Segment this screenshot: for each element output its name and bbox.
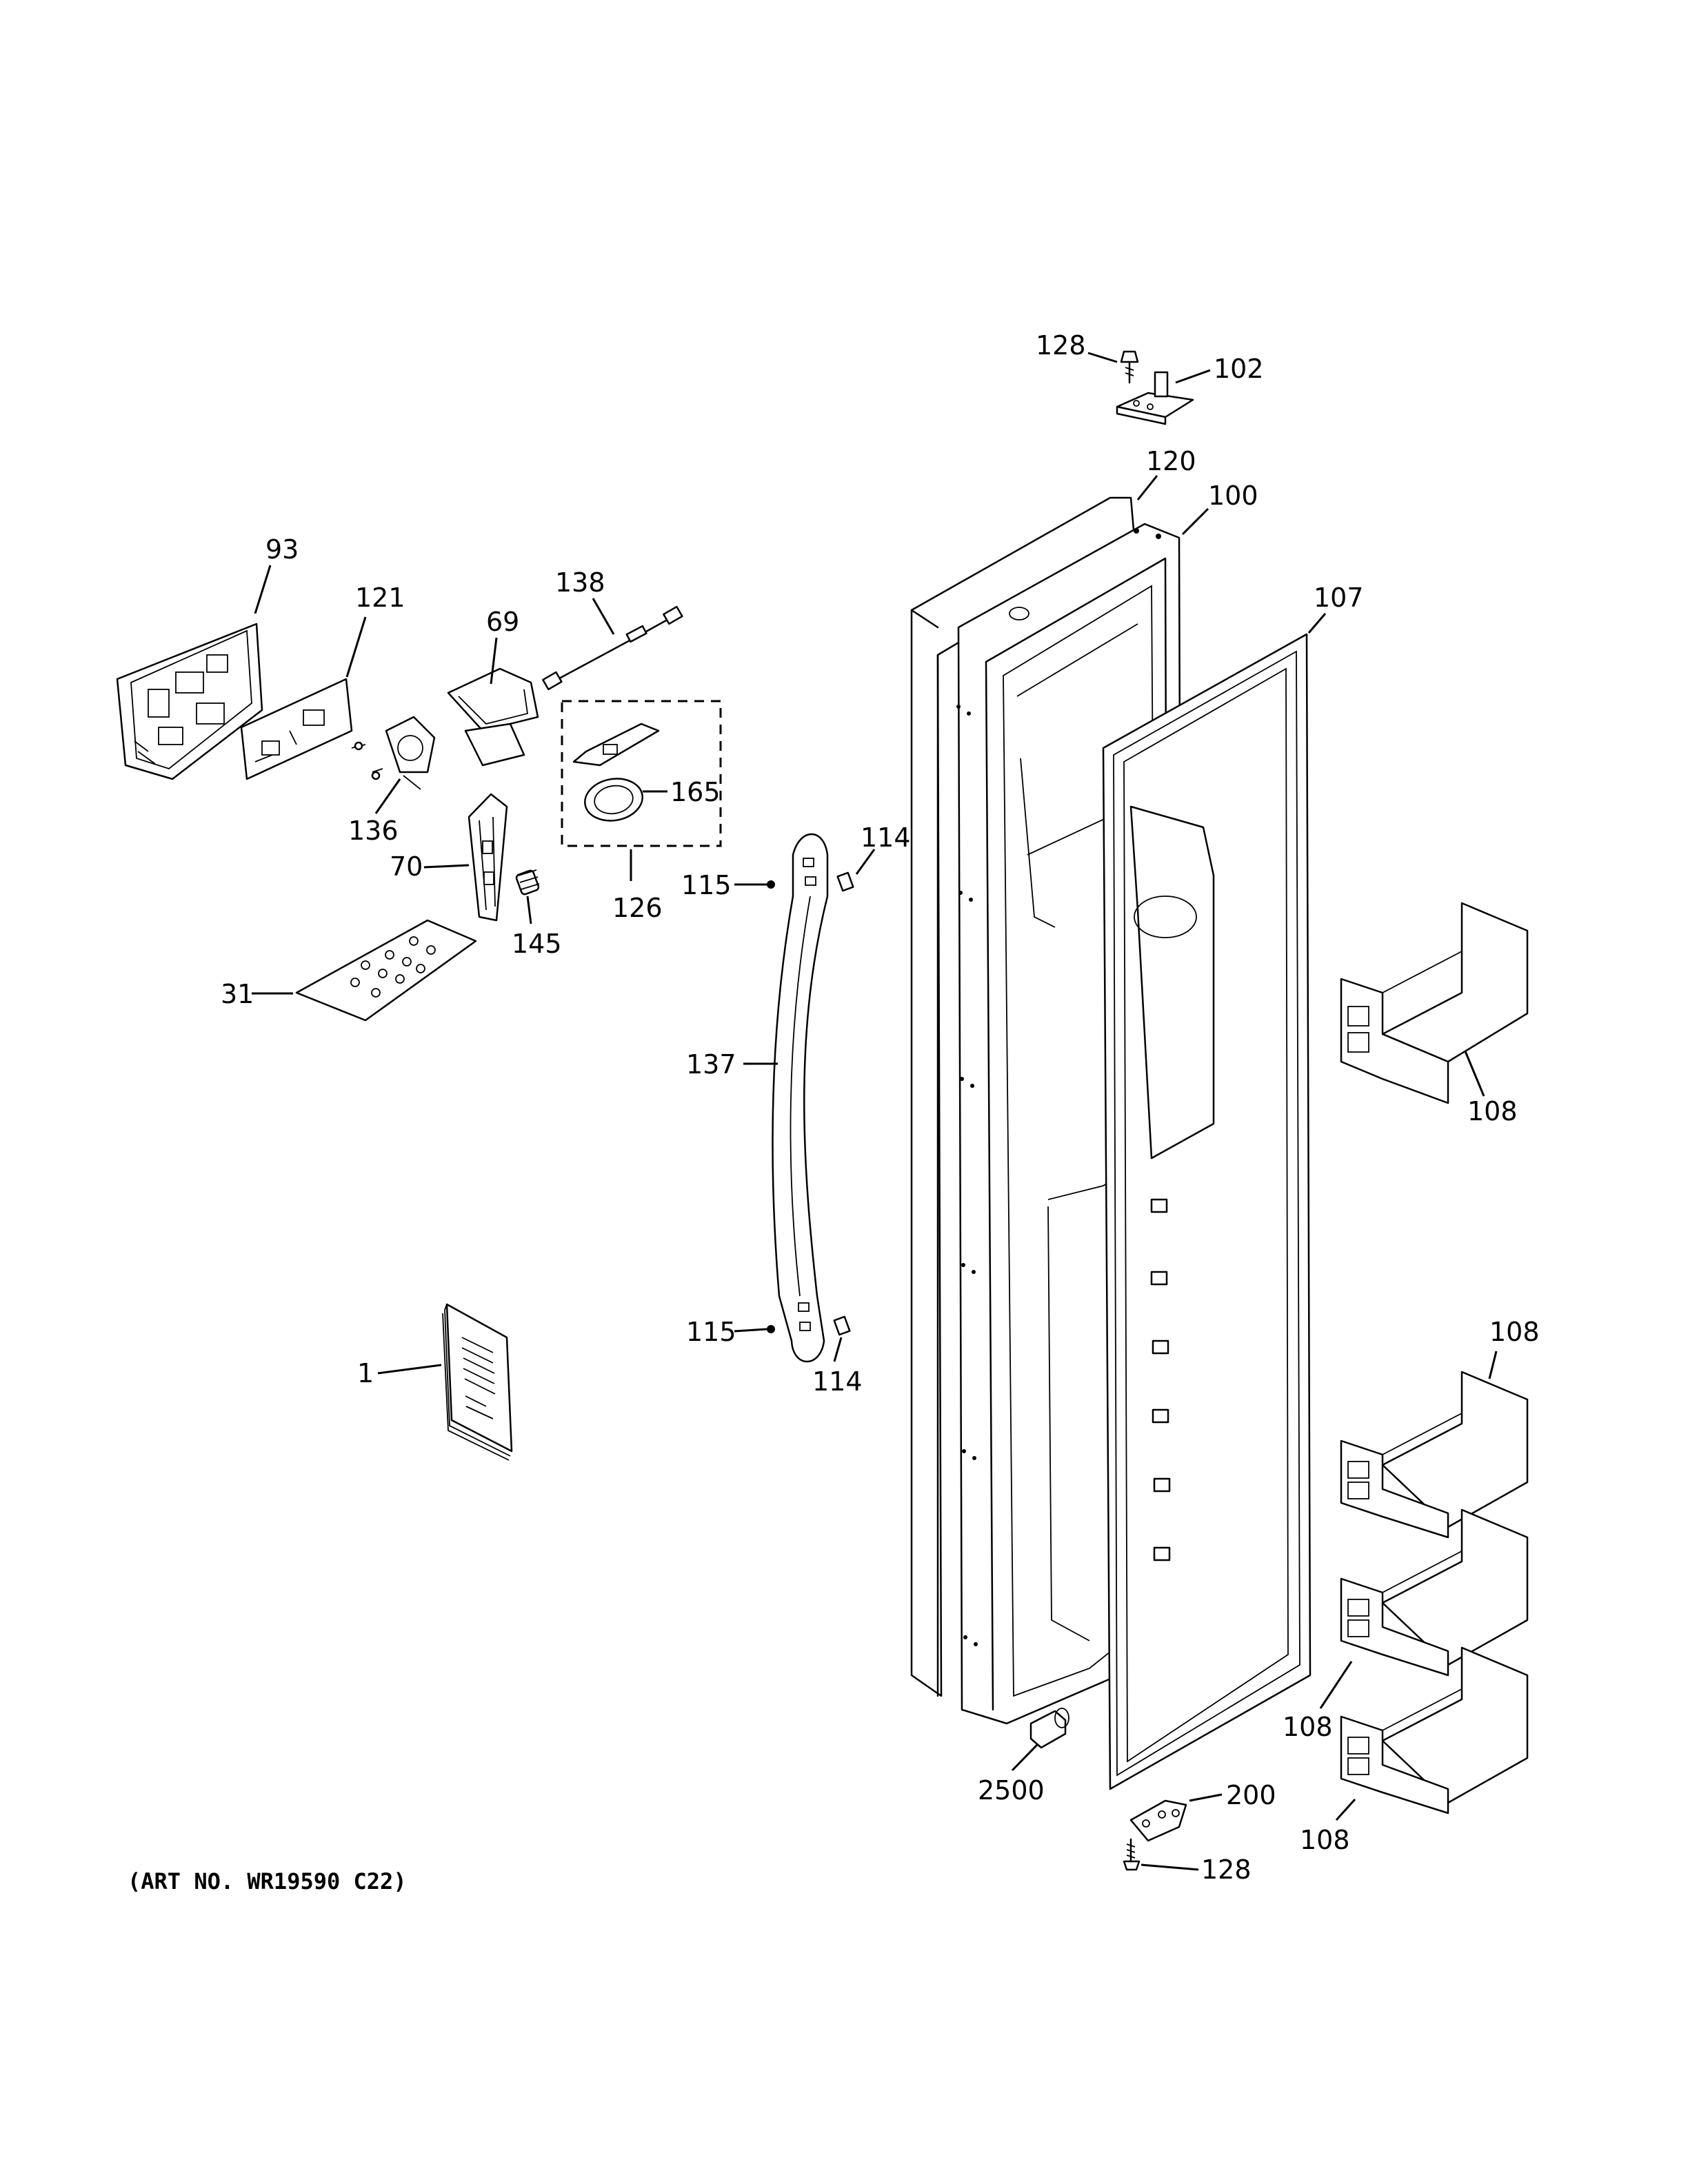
part-165-ring xyxy=(584,778,643,822)
part-107-door-gasket xyxy=(1102,633,1312,1790)
part-114-top-fastener xyxy=(836,871,854,892)
label-1: 1 xyxy=(357,1358,374,1388)
label-136: 136 xyxy=(348,816,399,846)
part-138-wire-harness xyxy=(542,605,683,691)
part-126-kit-box xyxy=(561,700,722,847)
part-2500-fitting xyxy=(1029,1708,1069,1749)
part-108-bin-second xyxy=(1340,1371,1529,1539)
label-69: 69 xyxy=(486,607,519,637)
label-114-top: 114 xyxy=(861,822,911,853)
label-108-top: 108 xyxy=(1467,1096,1518,1126)
label-114-bottom: 114 xyxy=(812,1366,863,1397)
label-121: 121 xyxy=(355,583,405,613)
label-31: 31 xyxy=(221,979,254,1009)
label-200: 200 xyxy=(1226,1780,1276,1810)
part-102-top-hinge xyxy=(1116,371,1194,425)
label-138: 138 xyxy=(555,567,605,598)
part-115-top-screw xyxy=(767,880,775,889)
label-100: 100 xyxy=(1208,481,1258,511)
label-120: 120 xyxy=(1146,446,1196,476)
part-1-literature xyxy=(442,1303,513,1461)
label-126: 126 xyxy=(612,893,663,923)
part-108-bin-top xyxy=(1340,902,1529,1104)
label-108-third: 108 xyxy=(1283,1712,1333,1742)
label-108-bottom: 108 xyxy=(1300,1825,1350,1855)
label-137: 137 xyxy=(686,1049,736,1080)
part-128-top-screw xyxy=(1120,350,1139,384)
label-2500: 2500 xyxy=(978,1775,1045,1806)
label-102: 102 xyxy=(1214,354,1264,384)
part-137-handle xyxy=(772,833,829,1363)
label-93: 93 xyxy=(265,534,299,565)
label-165: 165 xyxy=(670,777,721,807)
label-115-top: 115 xyxy=(681,870,732,900)
art-number: (ART NO. WR19590 C22) xyxy=(128,1868,407,1894)
part-128-bottom-screw xyxy=(1123,1838,1141,1871)
label-70: 70 xyxy=(390,851,423,882)
part-70-lever xyxy=(468,793,508,922)
label-128-bottom: 128 xyxy=(1201,1854,1252,1885)
label-108-second: 108 xyxy=(1489,1317,1540,1347)
label-145: 145 xyxy=(512,929,562,959)
part-145-spring xyxy=(515,869,540,896)
part-31-cover-plate xyxy=(295,919,477,1022)
part-115-bottom-screw xyxy=(767,1325,775,1333)
part-69-chute-bracket xyxy=(447,667,539,767)
part-200-bottom-hinge xyxy=(1129,1799,1187,1842)
label-115-bottom: 115 xyxy=(686,1317,736,1347)
part-121-control-board xyxy=(240,678,353,780)
part-136-actuator xyxy=(351,716,436,790)
part-93-dispenser-housing xyxy=(116,623,263,780)
part-114-bottom-fastener xyxy=(833,1315,851,1336)
part-108-bin-bottom xyxy=(1340,1646,1529,1814)
label-128-top: 128 xyxy=(1036,330,1086,361)
label-107: 107 xyxy=(1314,583,1364,613)
part-108-bin-third xyxy=(1340,1508,1529,1677)
